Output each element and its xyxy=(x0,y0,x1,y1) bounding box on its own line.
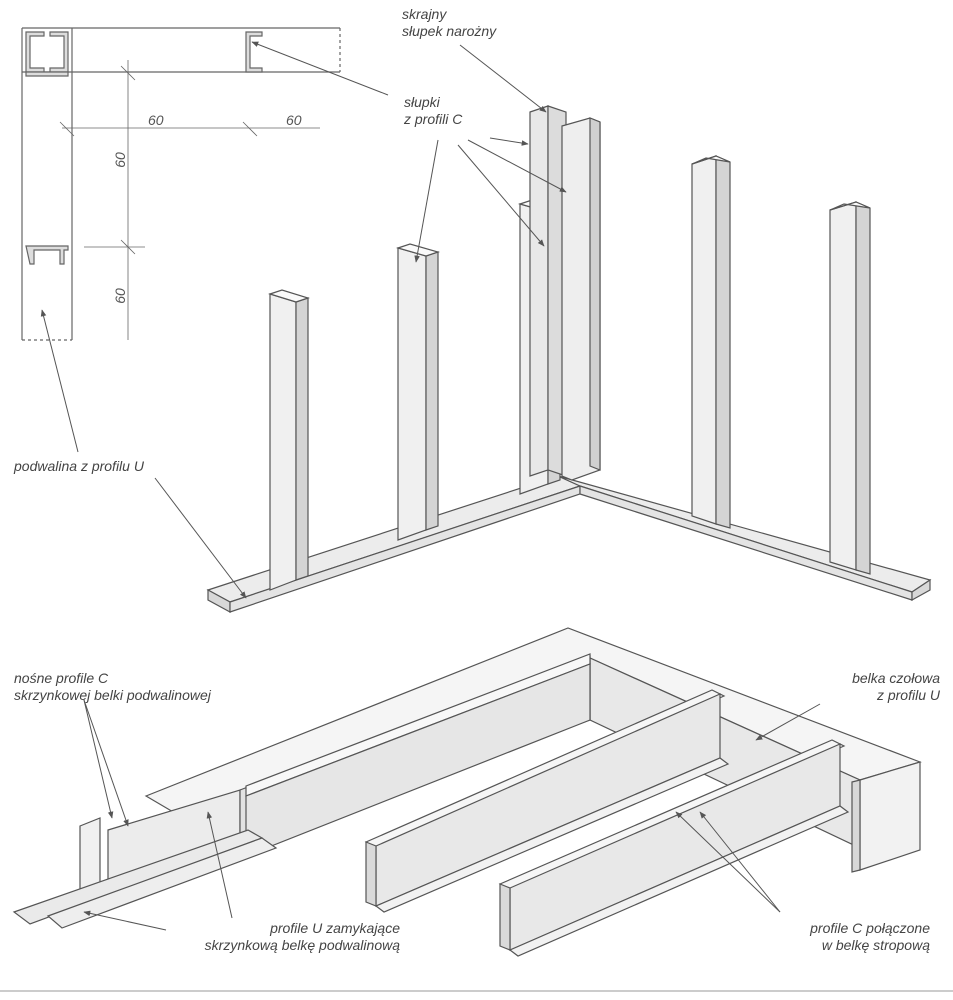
plan-corner-post-a xyxy=(25,31,45,73)
label-box-u-line2: skrzynkową belkę podwalinową xyxy=(204,937,400,953)
label-corner-post-line2: słupek narożny xyxy=(402,23,497,39)
plan-post-horizontal xyxy=(245,31,263,73)
label-box-c-line1: nośne profile C xyxy=(14,670,109,686)
post-left-1 xyxy=(268,289,310,591)
pointer-lines xyxy=(40,41,821,931)
dim-60-a: 60 xyxy=(148,112,164,128)
label-box-c-line2: skrzynkowej belki podwalinowej xyxy=(14,687,211,703)
plan-view xyxy=(21,27,341,341)
label-c-posts: słupki z profili C xyxy=(404,94,462,128)
post-right-1 xyxy=(691,155,731,529)
label-c-posts-line2: z profili C xyxy=(404,111,463,127)
dim-60-b: 60 xyxy=(286,112,302,128)
post-left-2 xyxy=(395,243,441,541)
label-box-u-line1: profile U zamykające xyxy=(270,920,400,936)
plan-corner-post-b xyxy=(49,31,69,73)
label-rim-beam-line1: belka czołowa xyxy=(852,670,940,686)
label-sill: podwalina z profilu U xyxy=(14,458,144,474)
label-corner-post-line1: skrajny xyxy=(402,6,447,22)
corner-post xyxy=(529,105,601,481)
label-rim-beam: belka czołowa z profilu U xyxy=(760,670,940,704)
label-box-u: profile U zamykające skrzynkową belkę po… xyxy=(150,920,400,954)
label-joist-c-line2: w belkę stropową xyxy=(821,937,930,953)
label-rim-beam-line2: z profilu U xyxy=(876,687,940,703)
dim-60-d: 60 xyxy=(111,288,128,304)
wall-frame xyxy=(206,105,932,614)
post-right-2 xyxy=(829,201,871,575)
dim-60-c: 60 xyxy=(111,152,128,168)
label-box-c: nośne profile C skrzynkowej belki podwal… xyxy=(14,670,211,704)
floor-frame xyxy=(12,627,922,957)
label-c-posts-line1: słupki xyxy=(404,94,440,110)
plan-post-vertical xyxy=(25,245,69,265)
label-corner-post: skrajny słupek narożny xyxy=(402,6,496,40)
label-joist-c: profile C połączone w belkę stropową xyxy=(730,920,930,954)
label-joist-c-line1: profile C połączone xyxy=(810,920,930,936)
